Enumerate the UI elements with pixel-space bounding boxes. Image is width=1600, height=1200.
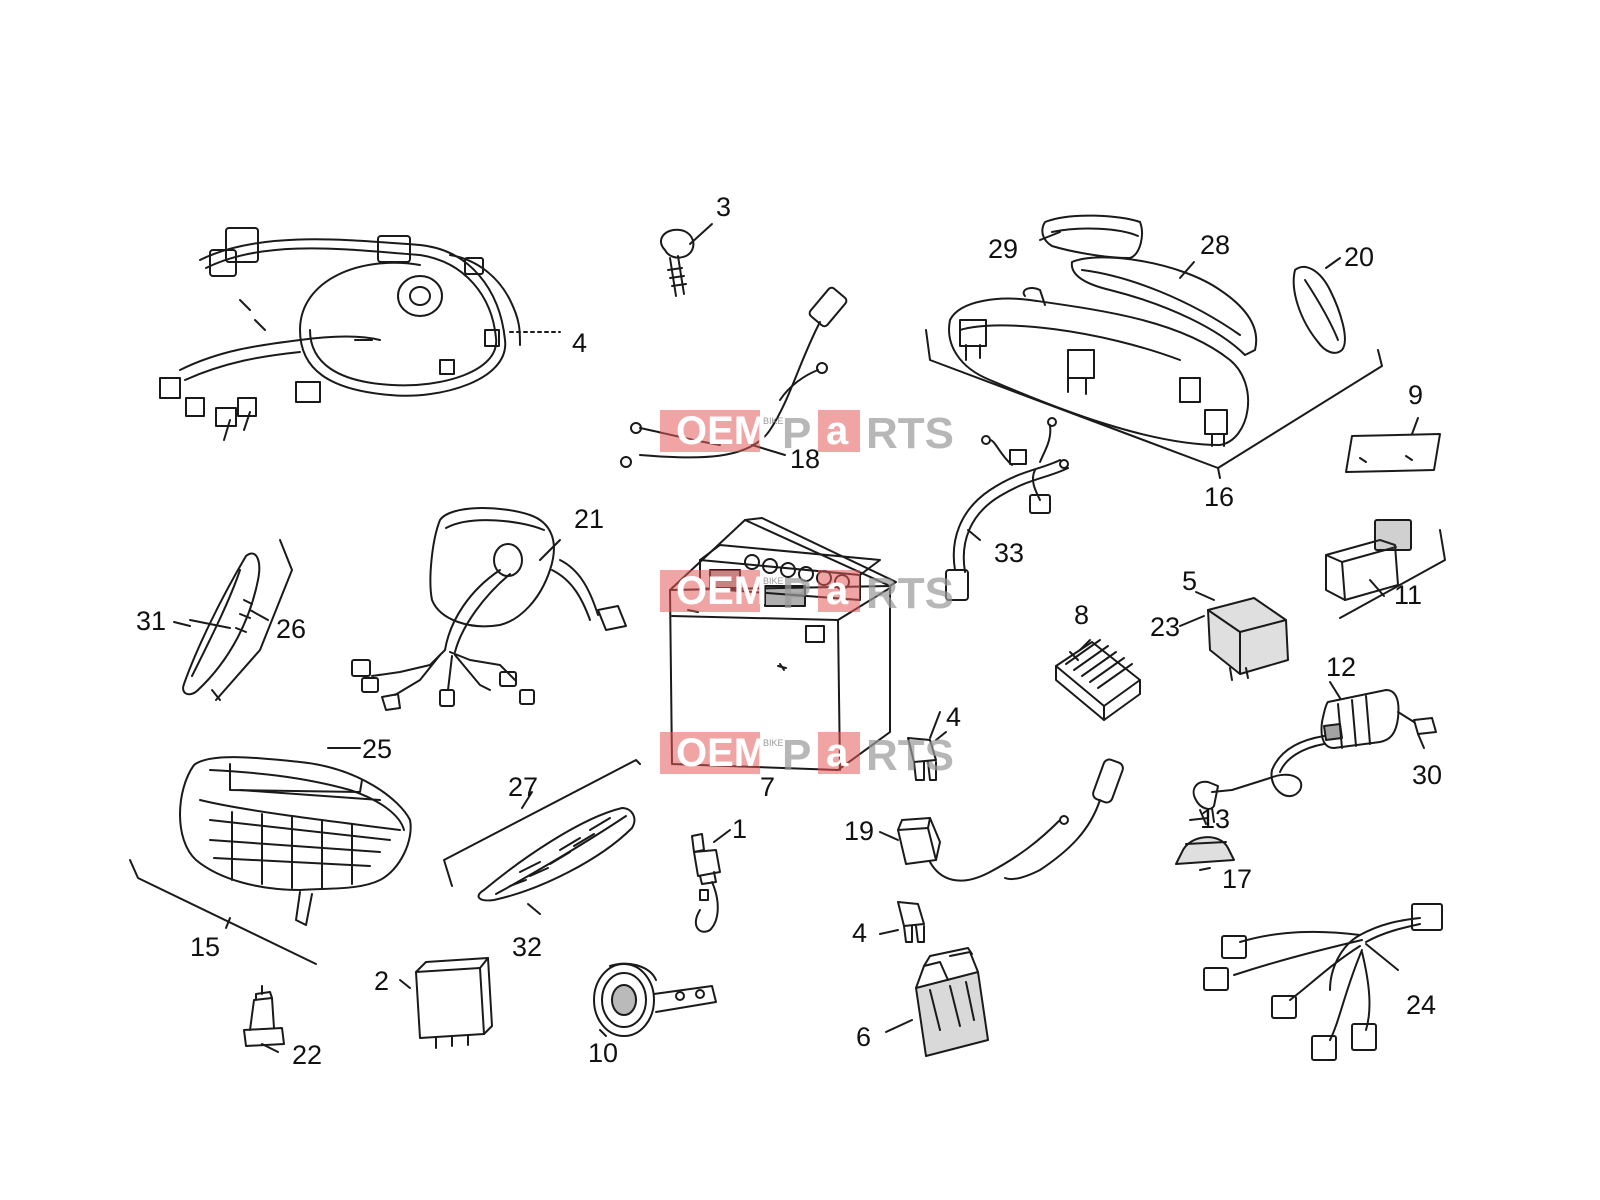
- relay-box: [1207, 597, 1289, 681]
- svg-text:RTS: RTS: [866, 409, 954, 458]
- headlight-lens: [129, 756, 412, 965]
- horn: [593, 962, 717, 1037]
- relay-cable: [897, 758, 1124, 882]
- label-19: 19: [844, 816, 874, 846]
- svg-text:a: a: [826, 731, 849, 775]
- small-harness: [945, 417, 1069, 601]
- label-29: 29: [988, 234, 1018, 264]
- label-22: 22: [292, 1040, 322, 1070]
- label-20: 20: [1344, 242, 1374, 272]
- part-labels: 1 2 3 4 4 4 4 5 6 7 8 9 10 11 12 13 15 1…: [136, 192, 1442, 1070]
- regulator: [1055, 639, 1141, 721]
- label-33: 33: [994, 538, 1024, 568]
- label-2: 2: [374, 966, 389, 996]
- front-indicator: [443, 759, 641, 902]
- label-18: 18: [790, 444, 820, 474]
- svg-text:OEM: OEM: [676, 409, 767, 453]
- label-13: 13: [1200, 804, 1230, 834]
- label-30: 30: [1412, 760, 1442, 790]
- side-reflector: [182, 539, 293, 701]
- label-3: 3: [716, 192, 731, 222]
- label-12: 12: [1326, 652, 1356, 682]
- ring-bolt: [660, 223, 713, 297]
- svg-text:BIKE: BIKE: [763, 738, 784, 748]
- label-31: 31: [136, 606, 166, 636]
- label-5: 5: [1182, 566, 1197, 596]
- svg-text:P: P: [782, 731, 811, 780]
- svg-text:a: a: [826, 569, 849, 613]
- label-10: 10: [588, 1038, 618, 1068]
- wiring-loom: [1203, 903, 1443, 1061]
- small-plate: [1345, 417, 1441, 473]
- wiring-harness: [159, 227, 561, 441]
- label-17: 17: [1222, 864, 1252, 894]
- label-8: 8: [1074, 600, 1089, 630]
- label-4c: 4: [852, 918, 867, 948]
- svg-text:OEM: OEM: [676, 731, 767, 775]
- label-15: 15: [190, 932, 220, 962]
- switch-block: [1325, 519, 1446, 619]
- small-bulb: [243, 985, 285, 1047]
- label-1: 1: [732, 814, 747, 844]
- label-21: 21: [574, 504, 604, 534]
- svg-text:OEM: OEM: [676, 569, 767, 613]
- fuse-holder: [915, 947, 989, 1057]
- label-4b: 4: [946, 702, 961, 732]
- label-23: 23: [1150, 612, 1180, 642]
- label-16: 16: [1204, 482, 1234, 512]
- fuse-lower: [897, 901, 925, 943]
- label-11: 11: [1394, 580, 1422, 610]
- svg-text:BIKE: BIKE: [763, 576, 784, 586]
- ignition-coil: [1175, 689, 1437, 865]
- label-28: 28: [1200, 230, 1230, 260]
- svg-text:P: P: [782, 569, 811, 618]
- svg-text:BIKE: BIKE: [763, 416, 784, 426]
- label-4a: 4: [572, 328, 587, 358]
- relay-cube: [415, 957, 493, 1049]
- sensor-plug: [691, 829, 731, 933]
- label-27: 27: [508, 772, 538, 802]
- watermark-middle: OEM P a RTS BIKE: [660, 569, 954, 618]
- label-25: 25: [362, 734, 392, 764]
- svg-text:a: a: [826, 409, 849, 453]
- fuse-mid: [907, 731, 947, 781]
- label-26: 26: [276, 614, 306, 644]
- headlight-harness: [351, 507, 627, 711]
- rear-light-assembly: [925, 214, 1383, 479]
- svg-text:P: P: [782, 409, 811, 458]
- label-32: 32: [512, 932, 542, 962]
- label-6: 6: [856, 1022, 871, 1052]
- label-24: 24: [1406, 990, 1436, 1020]
- label-9: 9: [1408, 380, 1423, 410]
- svg-text:RTS: RTS: [866, 731, 954, 780]
- svg-text:RTS: RTS: [866, 569, 954, 618]
- label-7: 7: [760, 772, 775, 802]
- leader-lines: [173, 231, 1425, 1053]
- watermark-top: OEM P a RTS BIKE: [660, 409, 954, 458]
- watermark-bottom: OEM P a RTS BIKE: [660, 731, 954, 780]
